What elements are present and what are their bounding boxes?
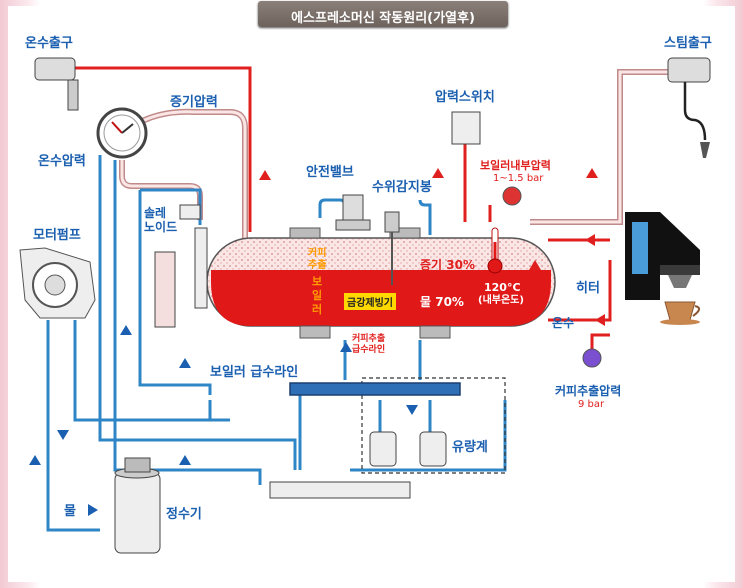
heater-label: 히터 <box>576 281 600 296</box>
extraction-pressure-gauge-icon <box>582 348 602 368</box>
temperature-label: 120°C <box>484 281 521 294</box>
flow-meter-label: 유량계 <box>452 440 488 455</box>
boiler-vertical-label: 보 일 러 <box>312 275 323 316</box>
group-head-icon <box>625 212 700 300</box>
safety-valve-label: 안전밸브 <box>306 165 354 180</box>
side-cylinder <box>154 251 176 328</box>
internal-temp-label: (내부온도) <box>478 295 524 306</box>
steam-outlet-label: 스팀출구 <box>664 36 712 51</box>
solenoid-valve <box>194 227 208 309</box>
motor-pump-label: 모터펌프 <box>33 228 81 243</box>
coffee-extraction-pressure-label: 커피추출압력 <box>555 384 622 398</box>
hot-water-label: 온수 <box>552 316 575 330</box>
water-purifier-label: 정수기 <box>166 507 202 522</box>
hot-water-outlet-label: 온수출구 <box>25 36 73 51</box>
coffee-supply-line-label: 커피추출 급수라인 <box>352 334 386 355</box>
pump-assembly <box>269 481 411 499</box>
steam-pressure-gauge-icon <box>96 107 148 159</box>
flow-arrows-red <box>259 168 605 326</box>
pressure-switch-label: 압력스위치 <box>435 90 495 105</box>
level-sensor-icon <box>384 211 400 285</box>
water-percent-label: 물 70% <box>420 295 464 309</box>
water-purifier-icon <box>114 457 161 554</box>
coffee-cup-icon <box>660 301 700 325</box>
extraction-pressure-value: 9 bar <box>578 399 605 410</box>
hot-water-lines <box>62 66 612 355</box>
steam-wand-icon <box>667 57 711 158</box>
boiler-internal-pressure-label: 보일러내부압력 <box>480 159 551 172</box>
pressure-switch-icon <box>451 111 481 145</box>
motor-pump-icon <box>19 247 96 319</box>
boiler-pressure-gauge-icon <box>502 186 522 206</box>
flow-meter-icons <box>369 431 447 467</box>
hot-water-return-line <box>548 260 612 322</box>
flow-meter-box <box>361 377 506 474</box>
hot-water-pressure-label: 온수압력 <box>38 154 86 169</box>
boiler-pressure-value: 1~1.5 bar <box>493 173 544 184</box>
hot-water-faucet-icon <box>34 57 79 111</box>
title-banner: 에스프레소머신 작동원리(가열후) <box>258 1 508 27</box>
diagram-title: 에스프레소머신 작동원리(가열후) <box>291 11 475 26</box>
steam-pressure-label: 증기압력 <box>170 95 218 110</box>
solenoid-icon <box>179 204 201 220</box>
water-level-sensor-label: 수위감지봉 <box>372 180 432 195</box>
coffee-extraction-label: 커피 추출 <box>308 248 327 271</box>
solenoid-label: 솔레 노이드 <box>144 206 178 234</box>
supply-manifold <box>289 382 461 396</box>
heat-exchanger-tag: 금강제빙기 <box>344 293 396 310</box>
hot-water-outlet-line <box>62 66 252 232</box>
steam-percent-label: 증기 30% <box>420 258 475 272</box>
flow-arrows-blue <box>29 325 418 516</box>
boiler-supply-line-label: 보일러 급수라인 <box>210 365 299 380</box>
thermometer-icon <box>487 227 503 274</box>
water-in-label: 물 <box>64 504 76 519</box>
safety-valve-icon <box>335 194 371 231</box>
